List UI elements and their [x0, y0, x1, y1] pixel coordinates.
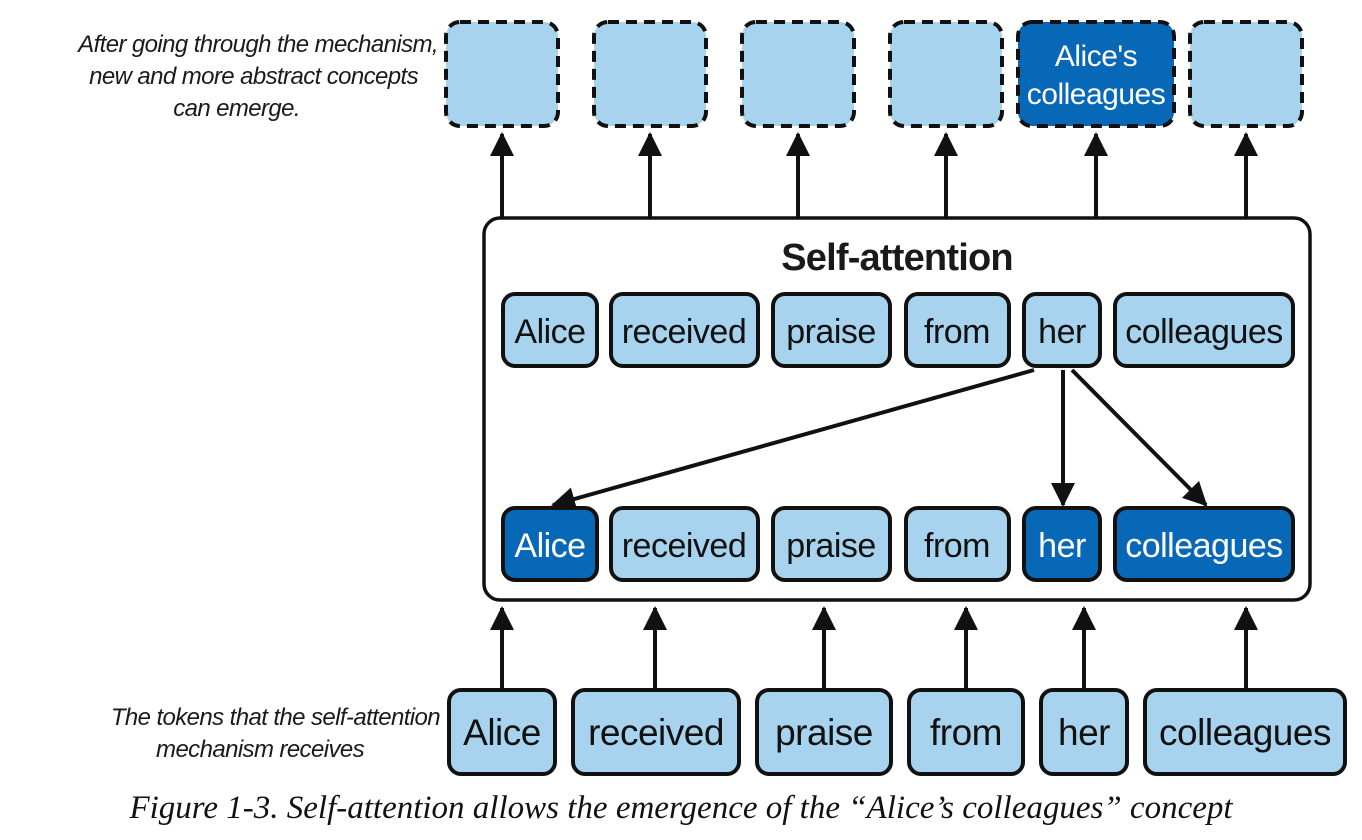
- upper-token-box-3: [771, 292, 892, 368]
- top-annotation: After going through the mechanism, new a…: [76, 31, 438, 122]
- lower-token-6: colleagues: [1125, 527, 1283, 565]
- output-box-3: [740, 20, 856, 128]
- upper-token-4: from: [924, 313, 990, 351]
- input-token-1: Alice: [463, 712, 541, 753]
- lower-token-1: Alice: [514, 527, 585, 565]
- upper-token-1: Alice: [514, 313, 585, 351]
- top-annotation-line-1: After going through the mechanism,: [76, 31, 438, 58]
- input-token-box-4: [907, 688, 1025, 776]
- lower-token-4: from: [924, 527, 990, 565]
- self-attention-title: Self-attention: [781, 237, 1013, 279]
- output-box-5-line-2: colleagues: [1027, 78, 1165, 111]
- lower-token-box-3: [771, 506, 892, 582]
- attention-arrow-her-to-colleagues: [1070, 368, 1208, 507]
- bottom-annotation: The tokens that the self-attention mecha…: [111, 704, 441, 763]
- lower-token-5: her: [1038, 527, 1086, 565]
- attention-arrows: [551, 368, 1208, 511]
- input-token-4: from: [930, 712, 1002, 753]
- input-token-box-6: [1143, 688, 1347, 776]
- input-token-3: praise: [775, 712, 873, 753]
- attention-arrow-her-to-alice: [551, 368, 1035, 511]
- upper-token-row: Alice received praise from her colleague…: [501, 292, 1295, 368]
- output-box-1: [444, 20, 560, 128]
- lower-token-box-1: [501, 506, 599, 582]
- bottom-annotation-line-1: The tokens that the self-attention: [111, 704, 440, 731]
- input-token-5: her: [1058, 712, 1110, 753]
- output-row: Alice's colleagues: [444, 20, 1304, 128]
- output-box-5: [1016, 20, 1176, 128]
- input-token-box-2: [571, 688, 741, 776]
- input-token-box-5: [1039, 688, 1129, 776]
- lower-token-box-5: [1022, 506, 1102, 582]
- upper-token-box-5: [1022, 292, 1102, 368]
- lower-token-row: Alice received praise from her colleague…: [501, 506, 1295, 582]
- bottom-annotation-line-2: mechanism receives: [156, 736, 365, 763]
- upper-token-box-1: [501, 292, 599, 368]
- upper-token-2: received: [622, 313, 747, 351]
- top-annotation-line-3: can emerge.: [173, 95, 300, 122]
- input-token-box-1: [447, 688, 557, 776]
- input-token-row: Alice received praise from her colleague…: [447, 688, 1347, 776]
- lower-token-box-4: [904, 506, 1011, 582]
- lower-token-box-2: [609, 506, 760, 582]
- lower-token-2: received: [622, 527, 747, 565]
- upper-token-box-6: [1113, 292, 1295, 368]
- lower-token-box-6: [1113, 506, 1295, 582]
- upper-token-3: praise: [786, 313, 876, 351]
- input-token-6: colleagues: [1159, 712, 1331, 753]
- upper-token-box-4: [904, 292, 1011, 368]
- upper-token-5: her: [1038, 313, 1086, 351]
- self-attention-block: Self-attention Alice received praise fro…: [482, 216, 1312, 602]
- input-token-box-3: [755, 688, 893, 776]
- lower-token-3: praise: [786, 527, 876, 565]
- upper-token-box-2: [609, 292, 760, 368]
- output-box-5-line-1: Alice's: [1055, 40, 1137, 73]
- input-arrows: [490, 606, 1258, 688]
- output-box-4: [888, 20, 1004, 128]
- output-box-2: [592, 20, 708, 128]
- top-annotation-line-2: new and more abstract concepts: [89, 63, 418, 90]
- output-arrows: [490, 132, 1258, 218]
- upper-token-6: colleagues: [1125, 313, 1283, 351]
- output-box-6: [1188, 20, 1304, 128]
- figure-caption: Figure 1-3. Self-attention allows the em…: [128, 790, 1233, 826]
- input-token-2: received: [588, 712, 724, 753]
